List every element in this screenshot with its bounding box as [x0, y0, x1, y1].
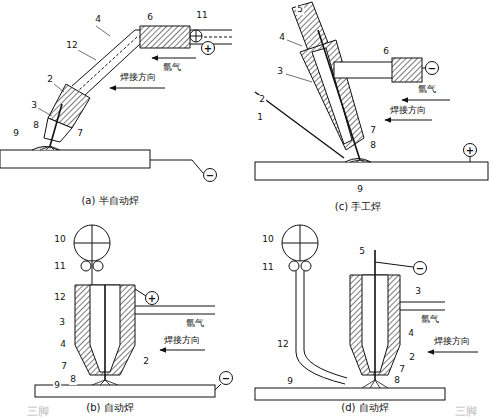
callout-number: 4 — [59, 340, 67, 350]
polarity-sign: + — [147, 293, 157, 304]
callout-number: 氩气 — [162, 63, 182, 73]
callout-number: 11 — [53, 262, 66, 272]
figure-caption: (c) 手工焊 — [334, 201, 382, 212]
callout-number: 3 — [414, 287, 422, 297]
callout-number: 8 — [32, 121, 40, 131]
manual-torch — [255, 2, 488, 180]
auto-torch-d — [255, 225, 478, 400]
callout-number: 5 — [358, 247, 366, 257]
callout-number: 3 — [58, 318, 66, 328]
callout-number: 12 — [65, 41, 78, 51]
polarity-sign: − — [427, 63, 437, 74]
polarity-sign: − — [415, 263, 425, 274]
callout-number: 7 — [60, 362, 68, 372]
callout-number: 9 — [12, 129, 20, 139]
callout-number: 4 — [94, 15, 102, 25]
polarity-sign: − — [205, 170, 215, 181]
callout-number: 3 — [30, 101, 38, 111]
callout-number: 11 — [261, 263, 274, 273]
callout-number: 7 — [76, 129, 84, 139]
callout-number: 焊接方向 — [433, 337, 471, 347]
polarity-sign: + — [203, 43, 213, 54]
callout-number: 11 — [195, 11, 208, 21]
auto-torch-b — [35, 225, 233, 397]
callout-number: 8 — [369, 141, 377, 151]
callout-number: 氩气 — [420, 315, 440, 325]
callout-number: 焊接方向 — [163, 336, 201, 346]
callout-number: 氩气 — [417, 85, 437, 95]
callout-number: 10 — [53, 235, 66, 245]
callout-number: 2 — [46, 75, 54, 85]
callout-number: 12 — [53, 293, 66, 303]
watermark: 三脚 — [454, 406, 478, 418]
figure-caption: (b) 自动焊 — [85, 402, 134, 413]
callout-number: 4 — [278, 33, 286, 43]
callout-number: 7 — [398, 365, 406, 375]
callout-number: 2 — [408, 353, 416, 363]
callout-number: 7 — [369, 126, 377, 136]
callout-number: 1 — [256, 113, 264, 123]
callout-number: 8 — [393, 376, 401, 386]
callout-number: 6 — [382, 47, 390, 57]
callout-number: 10 — [261, 235, 274, 245]
callout-number: 氩气 — [185, 319, 205, 329]
figure-caption: (a) 半自动焊 — [80, 195, 139, 206]
callout-number: 9 — [286, 377, 294, 387]
callout-number: 12 — [276, 340, 289, 350]
callout-number: 6 — [146, 13, 154, 23]
callout-number: 2 — [142, 357, 150, 367]
polarity-sign: + — [465, 145, 475, 156]
callout-number: 5 — [296, 5, 304, 15]
callout-number: 9 — [53, 381, 61, 391]
polarity-sign: − — [221, 373, 231, 384]
figure-caption: (d) 自动焊 — [340, 402, 389, 413]
callout-number: 3 — [276, 67, 284, 77]
callout-number: 9 — [356, 185, 364, 195]
callout-number: 4 — [407, 329, 415, 339]
semi-auto-torch — [0, 26, 232, 182]
callout-number: 8 — [69, 375, 77, 385]
callout-number: 2 — [258, 95, 266, 105]
callout-number: 焊接方向 — [119, 73, 157, 83]
watermark: 三脚 — [26, 406, 50, 418]
callout-number: 焊接方向 — [389, 106, 427, 116]
